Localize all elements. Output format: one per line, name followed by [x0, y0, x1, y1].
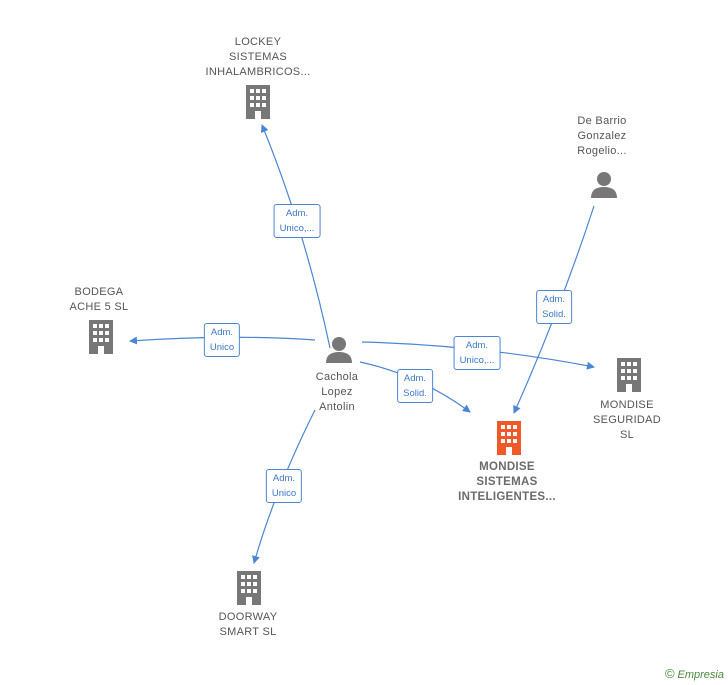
- building-icon[interactable]: [234, 571, 264, 610]
- building-icon[interactable]: [494, 421, 524, 460]
- edge-label-mondise-sistemas-debarrio[interactable]: Adm. Solid.: [536, 290, 572, 324]
- node-label-bodega[interactable]: BODEGA ACHE 5 SL: [69, 286, 129, 313]
- footer-brand: ©Empresia: [665, 666, 724, 681]
- building-icon[interactable]: [243, 85, 273, 124]
- node-label-mondise-seguridad[interactable]: MONDISE SEGURIDAD SL: [592, 399, 662, 441]
- copyright-icon: ©: [664, 666, 675, 681]
- node-label-lockey[interactable]: LOCKEY SISTEMAS INHALAMBRICOS...: [205, 36, 311, 78]
- node-label-debarrio[interactable]: De Barrio Gonzalez Rogelio...: [577, 115, 627, 157]
- edge-label-mondise-sistemas-cachola[interactable]: Adm. Solid.: [397, 369, 433, 403]
- brand-name: Empresia: [677, 669, 724, 681]
- building-icon[interactable]: [614, 358, 644, 397]
- edge-label-lockey[interactable]: Adm. Unico,...: [273, 204, 321, 238]
- person-icon[interactable]: [589, 170, 619, 203]
- node-label-doorway[interactable]: DOORWAY SMART SL: [218, 611, 278, 638]
- building-icon[interactable]: [86, 320, 116, 359]
- edge-label-bodega[interactable]: Adm. Unico: [203, 323, 241, 357]
- node-label-cachola[interactable]: Cachola Lopez Antolin: [315, 371, 359, 413]
- node-label-mondise-sistemas[interactable]: MONDISE SISTEMAS INTELIGENTES...: [458, 461, 556, 503]
- edge-label-doorway[interactable]: Adm. Unico: [265, 469, 303, 503]
- edge-label-mondise-seguridad[interactable]: Adm. Unico,...: [453, 336, 501, 370]
- person-icon[interactable]: [324, 335, 354, 368]
